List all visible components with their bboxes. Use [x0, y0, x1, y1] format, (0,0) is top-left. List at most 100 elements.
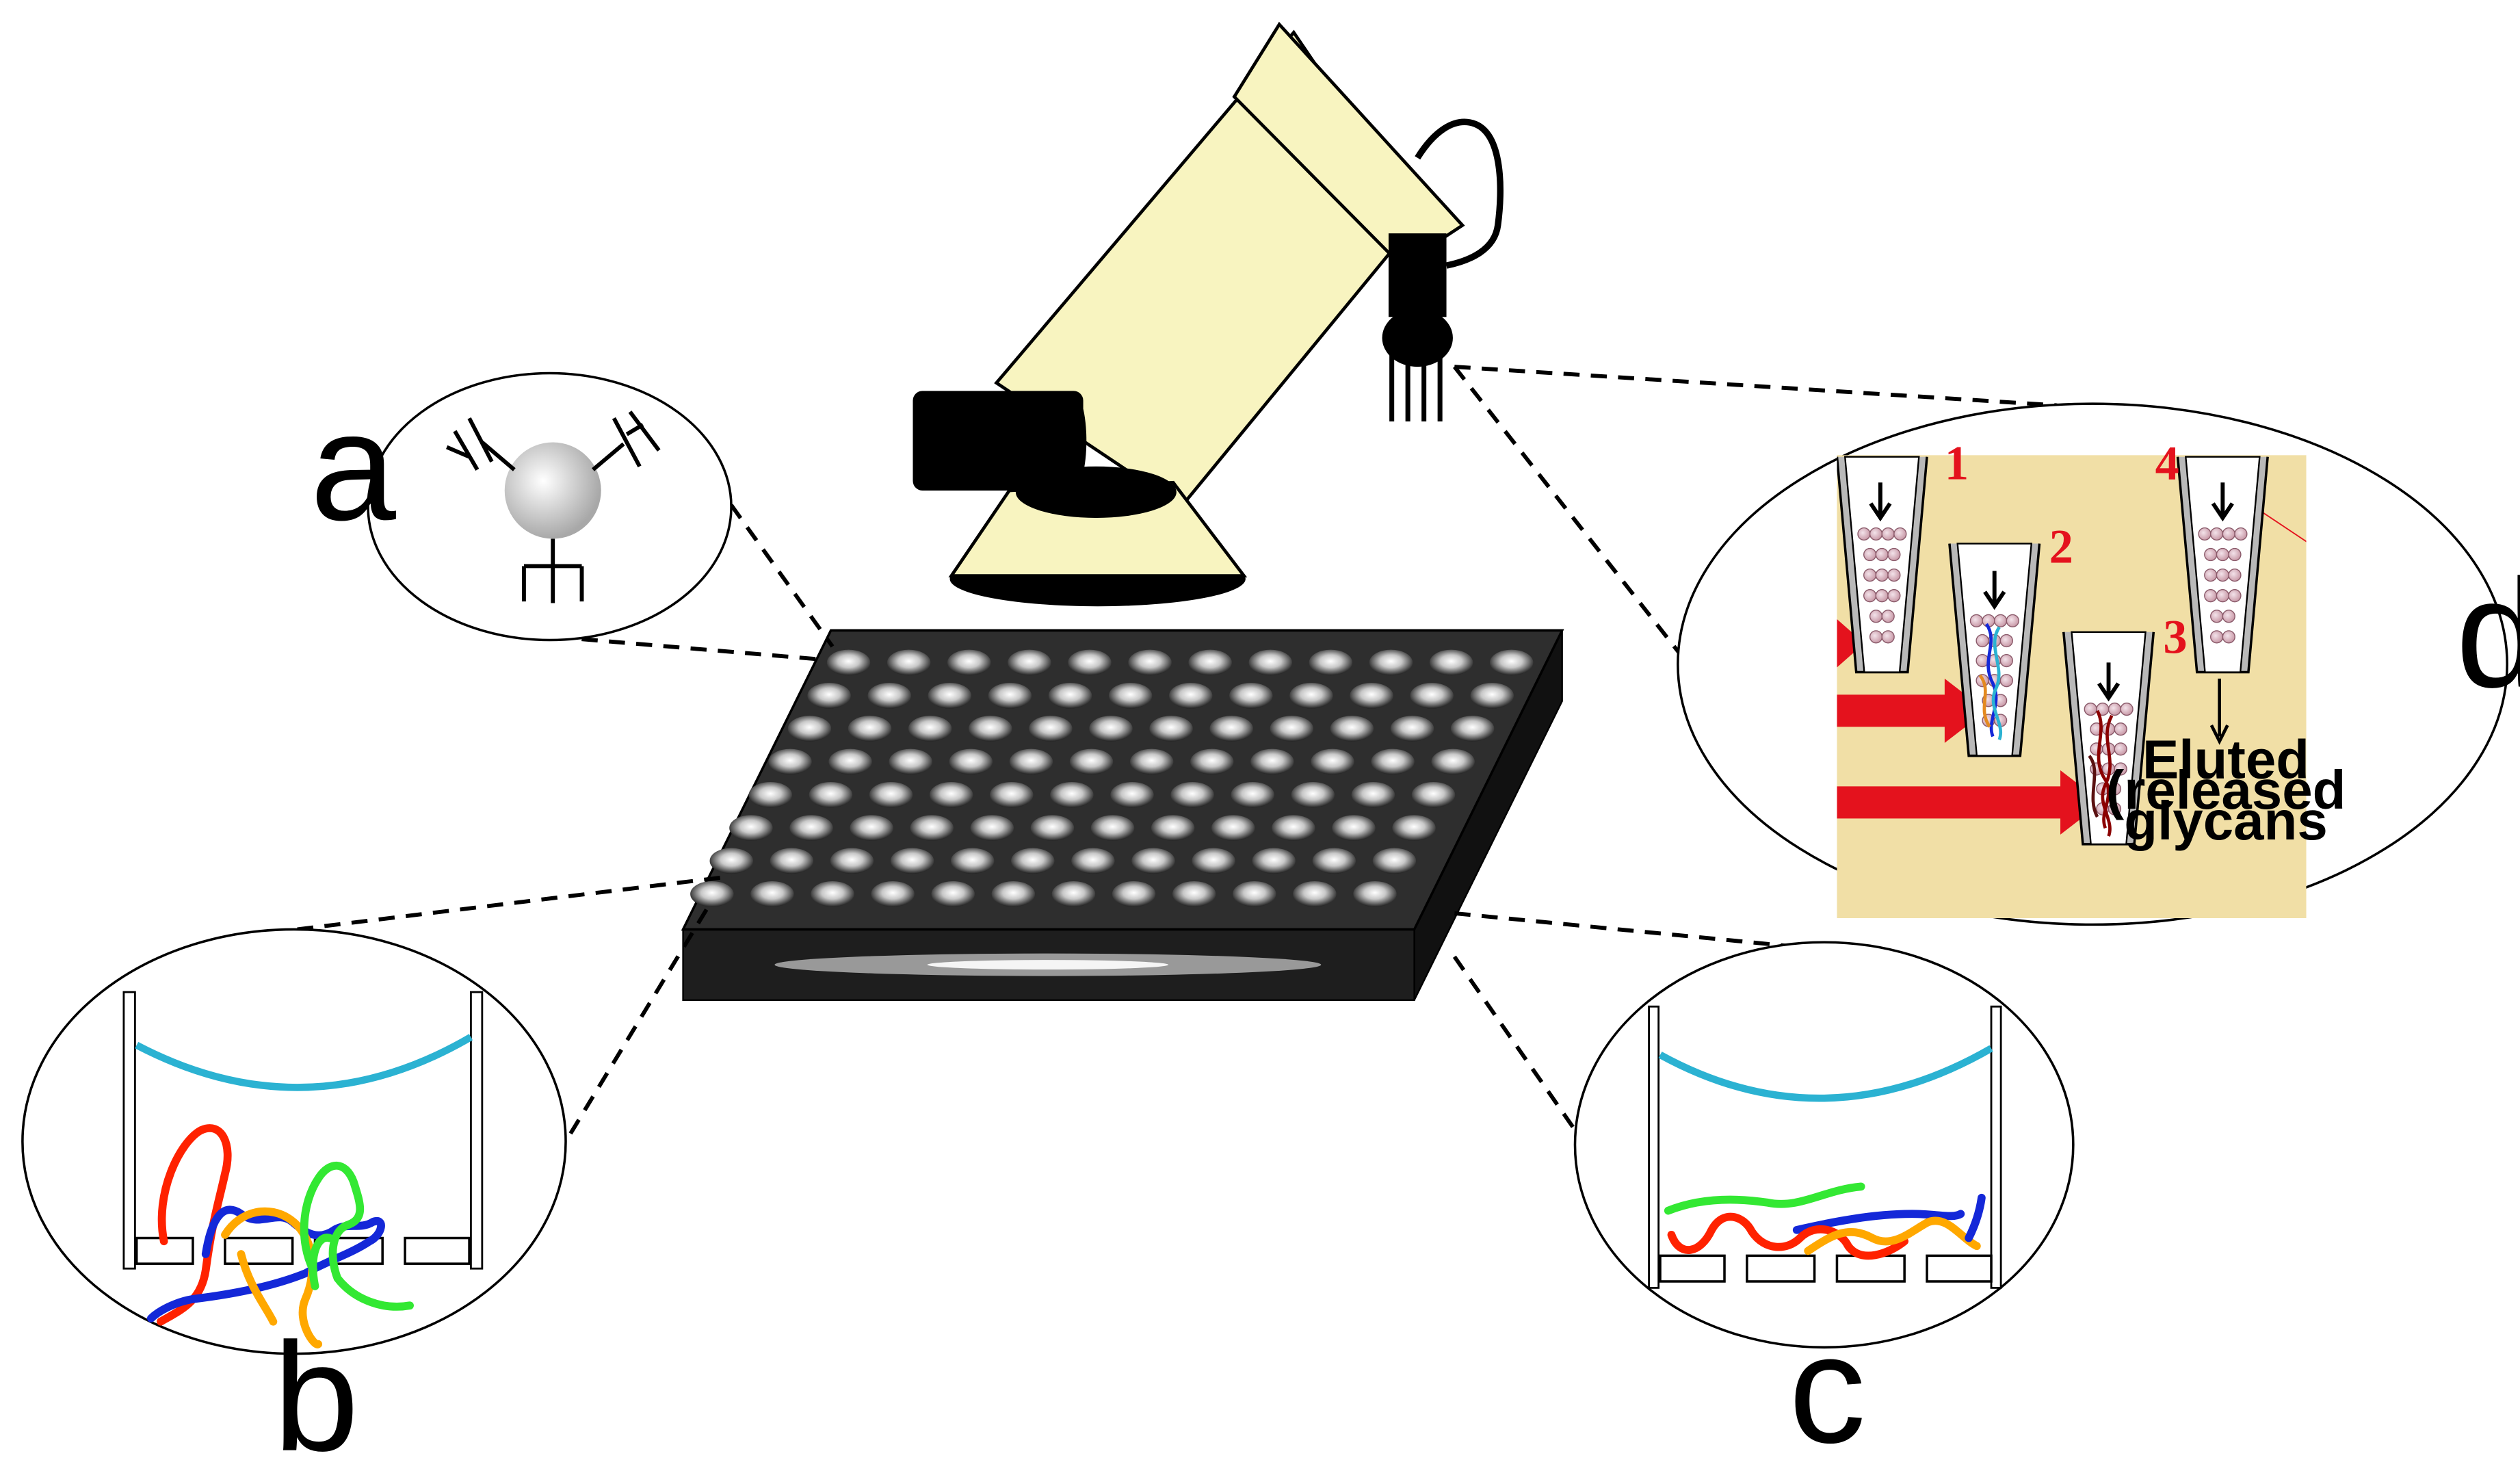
plate-well — [1369, 649, 1413, 676]
resin-bead — [2216, 568, 2229, 582]
robot-gripper-head — [1382, 309, 1453, 367]
plate-well — [826, 649, 871, 676]
plate-well — [1289, 683, 1333, 709]
label-a: a — [310, 380, 396, 552]
plate-well — [828, 748, 872, 775]
plate-well — [950, 848, 995, 874]
resin-bead — [2108, 802, 2122, 816]
plate-well — [1311, 748, 1354, 775]
plate-well — [1410, 683, 1454, 709]
plate-well — [1170, 781, 1214, 808]
plate-well — [1192, 848, 1235, 874]
plate-well — [1190, 748, 1234, 775]
robot-cable — [1415, 118, 1504, 269]
resin-bead — [1881, 610, 1895, 623]
plate-well — [889, 748, 932, 775]
plate-well — [1009, 748, 1053, 775]
plate-well — [1330, 716, 1374, 742]
plate-well — [1011, 848, 1055, 874]
well-wall-left — [122, 991, 136, 1270]
plate-well — [1450, 716, 1495, 742]
resin-bead — [2222, 527, 2235, 541]
well-plate — [681, 629, 1564, 1001]
resin-bead — [2204, 547, 2218, 562]
plate-well — [709, 848, 753, 874]
plate-well — [1108, 683, 1153, 709]
plate-well — [787, 716, 832, 742]
plate-well — [1089, 716, 1133, 742]
resin-bead — [2210, 527, 2224, 541]
panel-a — [367, 371, 733, 642]
plate-well — [770, 848, 814, 874]
plate-well — [1252, 848, 1296, 874]
well-wall-right — [1990, 1005, 2002, 1289]
well-wall-right — [469, 991, 484, 1270]
resin-bead — [2228, 589, 2242, 603]
plate-well — [931, 881, 975, 907]
panel-b — [21, 928, 567, 1355]
plate-well — [887, 649, 931, 676]
plate-well — [748, 781, 793, 808]
step-1: 1 — [1945, 437, 1969, 491]
plate-well — [1250, 748, 1294, 775]
resin-bead — [1875, 568, 1889, 582]
plate-well — [1151, 815, 1195, 841]
plate-well — [1068, 649, 1112, 676]
resin-bead — [2234, 527, 2248, 541]
plate-wells — [690, 649, 1534, 907]
plate-well — [1188, 649, 1232, 676]
plate-well — [1231, 781, 1274, 808]
plate-well — [869, 781, 913, 808]
connector-lines — [297, 365, 2058, 1143]
robot-arm — [913, 21, 1504, 607]
plate-well — [1489, 649, 1534, 676]
robot-upper-arm — [1232, 21, 1465, 268]
plate-well — [729, 815, 773, 841]
step-2: 2 — [2049, 521, 2073, 574]
resin-bead — [2222, 630, 2235, 644]
plate-well — [809, 781, 853, 808]
plate-well — [768, 748, 812, 775]
resin-bead — [1999, 634, 2013, 648]
resin-bead — [1863, 589, 1877, 603]
robot-tips — [1389, 344, 1443, 421]
robot-wrist — [1388, 233, 1447, 317]
plate-well — [1312, 848, 1356, 874]
plate-well — [1050, 781, 1094, 808]
plate-well — [867, 683, 911, 709]
plate-well — [1229, 683, 1273, 709]
eluted-line-3: glycans — [2124, 790, 2327, 851]
resin-bead — [1869, 630, 1883, 644]
resin-bead — [2210, 630, 2224, 644]
resin-bead — [1999, 653, 2013, 668]
resin-bead — [2114, 742, 2127, 756]
plate-well — [1129, 748, 1174, 775]
robot-motor-cylinder — [913, 391, 1084, 491]
plate-well — [929, 781, 973, 808]
resin-bead — [1887, 568, 1901, 582]
resin-bead — [1857, 527, 1871, 541]
resin-bead — [1875, 547, 1889, 562]
plate-well — [1051, 881, 1096, 907]
resin-bead — [2210, 610, 2224, 623]
plate-well — [1069, 748, 1114, 775]
plate-well — [850, 815, 893, 841]
pipette-tip-1 — [1837, 456, 1928, 674]
resin-bead — [2228, 568, 2242, 582]
resin-bead — [2114, 762, 2127, 776]
plate-well — [990, 781, 1034, 808]
plate-well — [1090, 815, 1135, 841]
resin-bead — [2216, 589, 2229, 603]
pipette-tip-4 — [2176, 456, 2269, 674]
meniscus — [135, 1034, 473, 1091]
resin-bead — [1887, 589, 1901, 603]
eluted-caption: Eluted (released glycans — [2106, 729, 2346, 851]
resin-bead — [2216, 547, 2229, 562]
plate-well — [1390, 716, 1434, 742]
tip-bore — [2185, 456, 2261, 673]
flow-arrows — [1869, 482, 2234, 702]
plate-well — [830, 848, 874, 874]
plate-well — [1272, 815, 1315, 841]
